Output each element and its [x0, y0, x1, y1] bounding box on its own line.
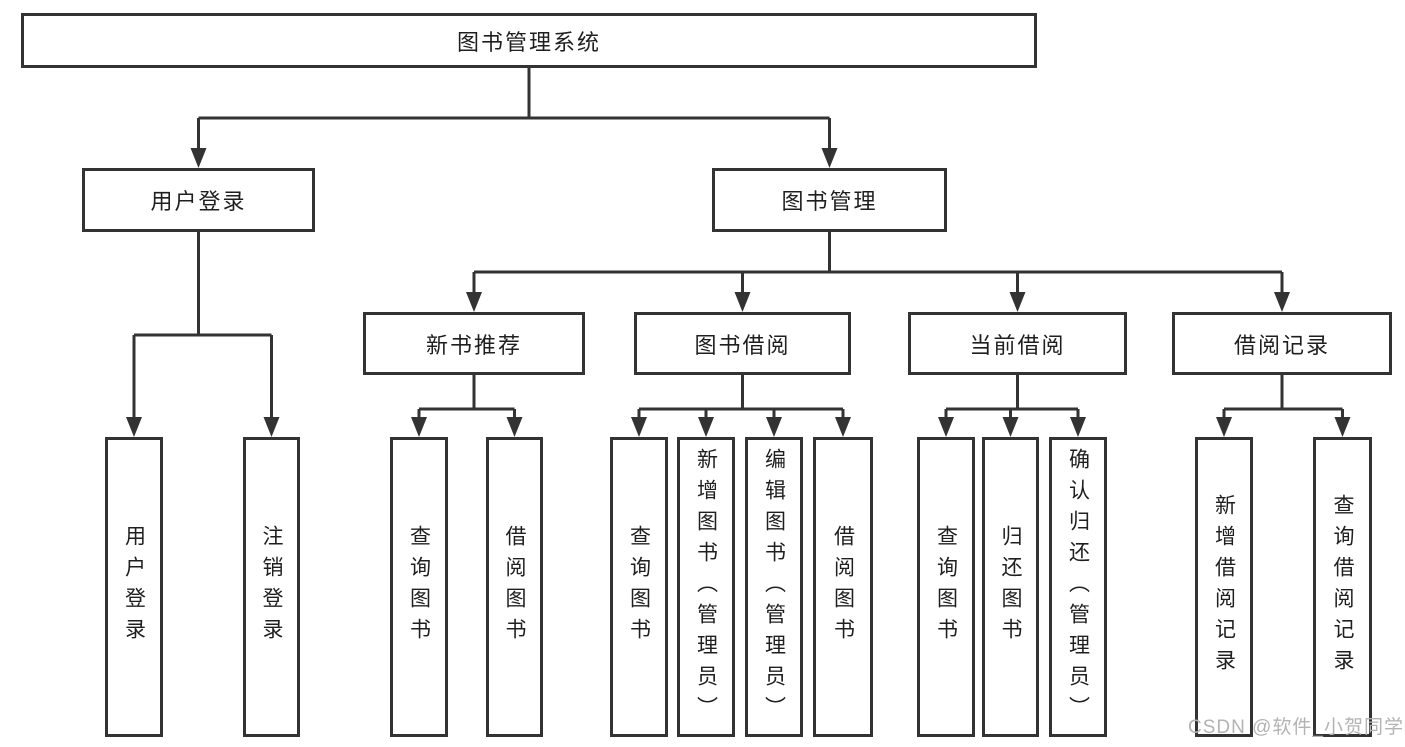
- node-book-management-label: 图书管理: [781, 189, 878, 214]
- node-root-label: 图书管理系统: [456, 29, 601, 55]
- leaf-add-borrow-record: 新增借阅记录: [1195, 437, 1253, 737]
- leaf-confirm-return-admin: 确认归还（管理员）: [1049, 437, 1107, 737]
- leaf-user-login-label: 用户登录: [122, 525, 146, 649]
- node-current-borrow: 当前借阅: [908, 312, 1127, 375]
- leaf-return-books-label: 归还图书: [999, 525, 1023, 649]
- node-borrow-records: 借阅记录: [1172, 312, 1392, 375]
- node-borrow-records-label: 借阅记录: [1233, 332, 1330, 358]
- leaf-query-books-current-label: 查询图书: [934, 525, 958, 649]
- leaf-borrow-books: 借阅图书: [813, 437, 873, 737]
- node-new-book-recommend-label: 新书推荐: [425, 332, 522, 358]
- leaf-borrow-books-recommend-label: 借阅图书: [503, 525, 527, 649]
- leaf-edit-book-admin-label: 编辑图书（管理员）: [762, 447, 786, 727]
- node-current-borrow-label: 当前借阅: [969, 332, 1066, 358]
- leaf-borrow-books-label: 借阅图书: [831, 525, 855, 649]
- leaf-confirm-return-admin-label: 确认归还（管理员）: [1066, 447, 1090, 727]
- node-book-borrow-label: 图书借阅: [694, 332, 791, 358]
- leaf-query-borrow-record: 查询借阅记录: [1313, 437, 1372, 737]
- leaf-query-borrow-record-label: 查询借阅记录: [1331, 494, 1355, 680]
- leaf-logout: 注销登录: [243, 437, 300, 737]
- node-user-login: 用户登录: [82, 168, 315, 232]
- node-root: 图书管理系统: [21, 13, 1037, 68]
- leaf-add-book-admin: 新增图书（管理员）: [677, 437, 735, 737]
- node-book-borrow: 图书借阅: [634, 312, 851, 375]
- leaf-add-borrow-record-label: 新增借阅记录: [1212, 494, 1236, 680]
- leaf-logout-label: 注销登录: [260, 525, 284, 649]
- watermark: CSDN @软件_小贺同学: [1188, 717, 1404, 738]
- leaf-query-books-recommend: 查询图书: [390, 437, 448, 737]
- leaf-return-books: 归还图书: [982, 437, 1039, 737]
- leaf-borrow-books-recommend: 借阅图书: [486, 437, 543, 737]
- leaf-query-books-borrow: 查询图书: [610, 437, 668, 737]
- leaf-query-books-current: 查询图书: [917, 437, 975, 737]
- leaf-query-books-recommend-label: 查询图书: [407, 525, 431, 649]
- node-new-book-recommend: 新书推荐: [363, 312, 585, 375]
- leaf-query-books-borrow-label: 查询图书: [627, 525, 651, 649]
- node-user-login-label: 用户登录: [150, 189, 247, 214]
- node-book-management: 图书管理: [712, 168, 947, 232]
- leaf-user-login: 用户登录: [105, 437, 163, 737]
- leaf-edit-book-admin: 编辑图书（管理员）: [745, 437, 803, 737]
- leaf-add-book-admin-label: 新增图书（管理员）: [694, 447, 718, 727]
